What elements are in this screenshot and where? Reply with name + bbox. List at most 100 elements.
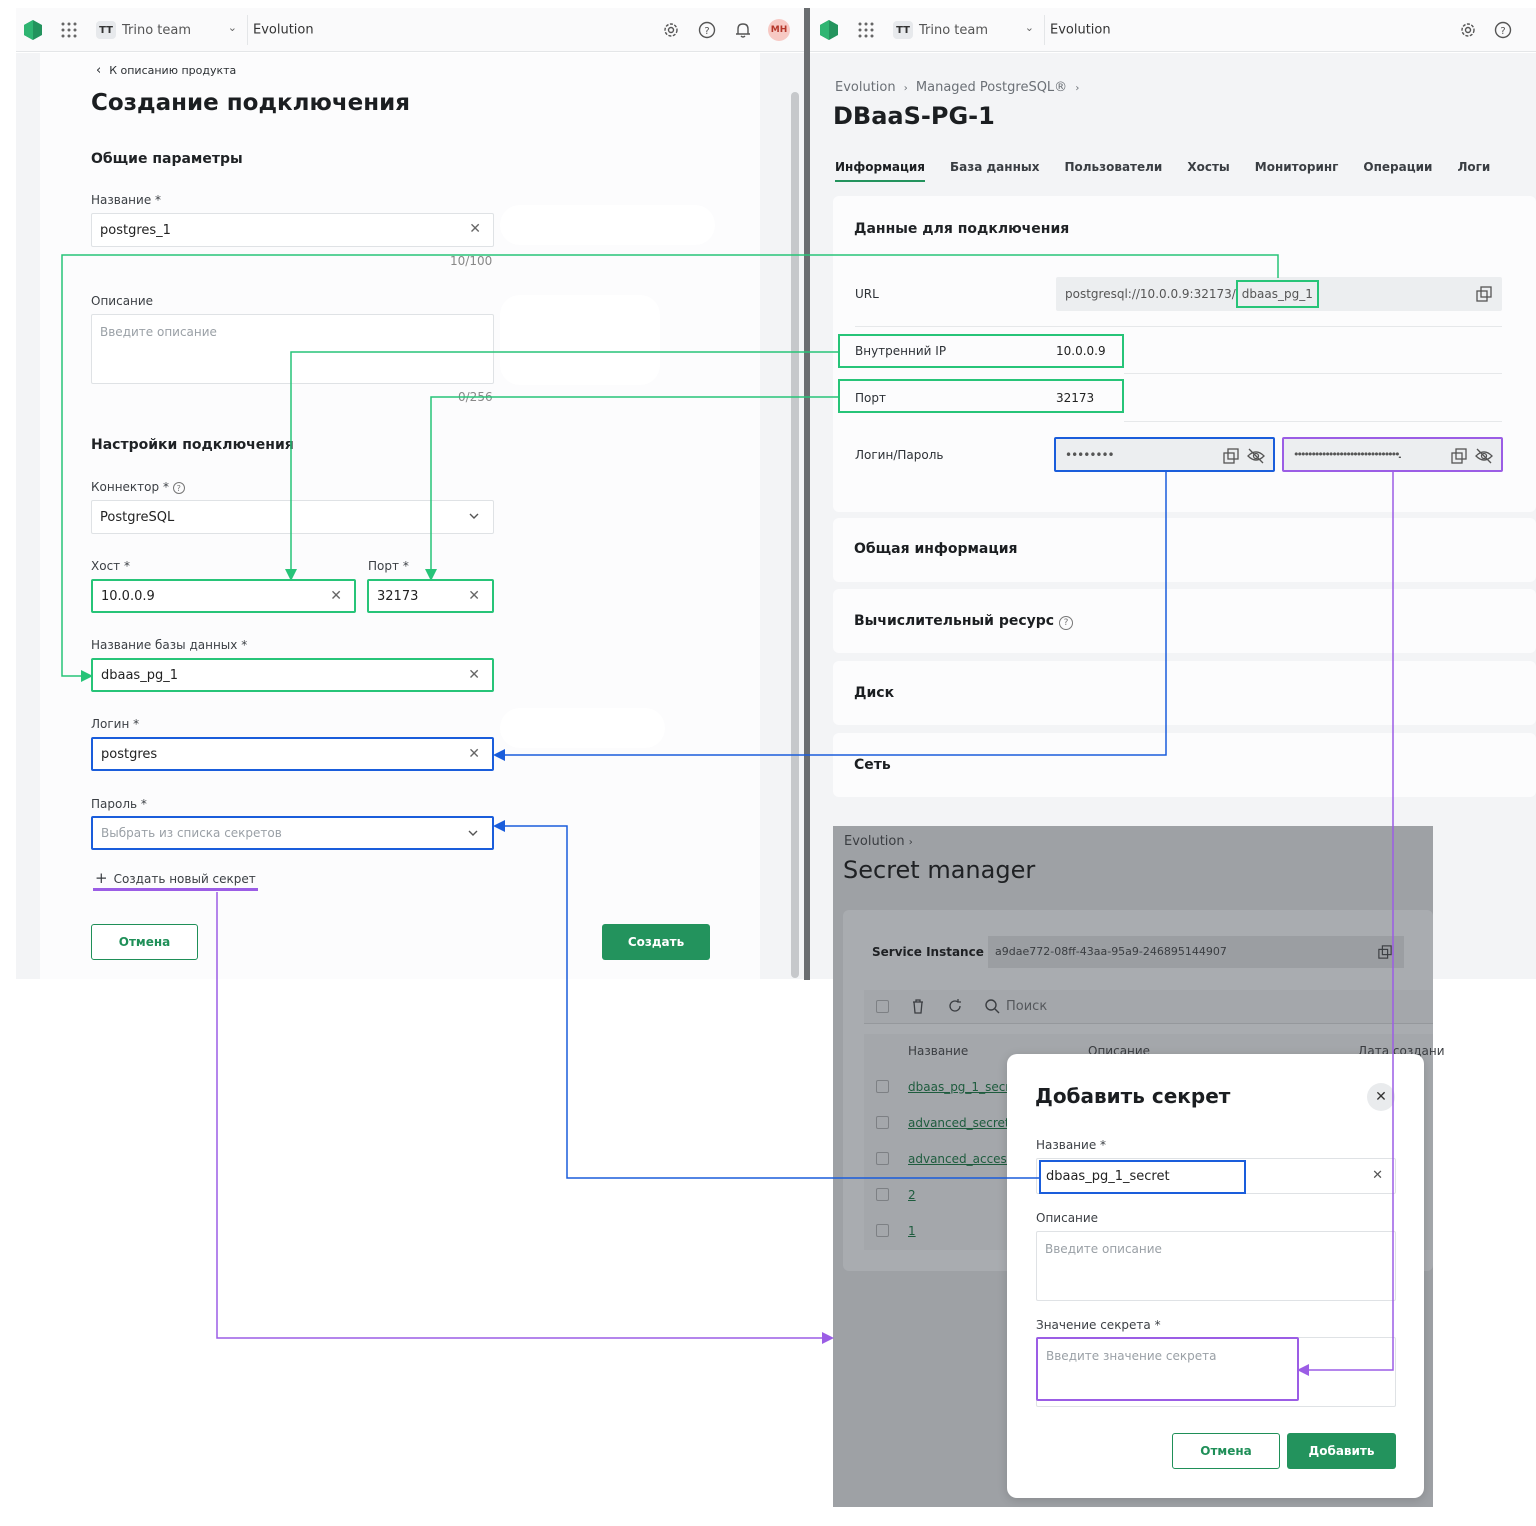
login-input[interactable]: postgres✕ [91,737,494,771]
tab-bar: Информация База данных Пользователи Хост… [835,160,1490,182]
select-all-checkbox[interactable] [876,1000,889,1013]
modal-cancel-button[interactable]: Отмена [1172,1433,1280,1469]
cloud-logo-icon[interactable] [818,19,840,41]
row-checkbox[interactable] [876,1224,889,1237]
general-info-section[interactable]: Общая информация [833,518,1536,582]
cloud-logo-icon[interactable] [22,19,44,41]
password-label: Пароль * [91,797,147,811]
compute-section[interactable]: Вычислительный ресурс ? [833,589,1536,653]
chevron-down-icon: ⌄ [227,21,237,34]
modal-description-label: Описание [1036,1211,1099,1225]
back-link[interactable]: ‹К описанию продукта [96,63,236,78]
table-row[interactable]: advanced_access [908,1152,1014,1166]
project-selector[interactable]: TT Trino team ⌄ [887,15,1045,45]
row-checkbox[interactable] [876,1080,889,1093]
secret-value-input[interactable]: Введите значение секрета [1036,1337,1299,1401]
modal-description-input[interactable]: Введите описание [1036,1231,1396,1301]
description-input[interactable]: Введите описание [91,314,494,384]
refresh-icon[interactable] [947,998,963,1014]
row-checkbox[interactable] [876,1116,889,1129]
settings-icon[interactable] [1459,21,1477,39]
password-masked-field[interactable]: ••••••••••••••••••••••••••••••... [1282,437,1503,472]
breadcrumb-separator: › [1075,83,1080,94]
create-secret-link[interactable]: +Создать новый секрет [95,869,256,887]
clear-icon[interactable]: ✕ [468,588,480,604]
copy-icon[interactable] [1223,448,1239,464]
platform-name[interactable]: Evolution [1050,22,1111,38]
table-row[interactable]: dbaas_pg_1_secre [908,1080,1018,1094]
apps-grid-icon[interactable] [60,21,78,39]
trash-icon[interactable] [910,998,926,1014]
platform-name[interactable]: Evolution [253,22,314,38]
copy-icon[interactable] [1451,448,1467,464]
clear-icon[interactable]: ✕ [468,667,480,683]
secret-value-label: Значение секрета * [1036,1318,1161,1332]
help-icon[interactable]: ? [172,482,185,494]
instance-id-field[interactable]: a9dae772-08ff-43aa-95a9-246895144907 [988,936,1404,968]
port-input[interactable]: 32173 ✕ [367,579,494,613]
row-checkbox[interactable] [876,1152,889,1165]
help-icon[interactable]: ? [1494,21,1512,39]
modal-name-value-box: dbaas_pg_1_secret [1039,1160,1246,1194]
login-masked-field[interactable]: •••••••• [1054,437,1275,472]
search-input[interactable]: Поиск [1006,999,1048,1014]
tab-hosts[interactable]: Хосты [1187,160,1230,174]
clear-icon[interactable]: ✕ [1372,1168,1383,1183]
blank-area [500,295,660,385]
bell-icon[interactable] [734,21,752,39]
host-input[interactable]: 10.0.0.9✕ [91,579,356,613]
clear-icon[interactable]: ✕ [469,221,481,237]
tab-operations[interactable]: Операции [1363,160,1433,174]
tab-database[interactable]: База данных [950,160,1040,174]
tab-info[interactable]: Информация [835,160,925,182]
copy-icon[interactable] [1476,286,1492,302]
modal-add-button[interactable]: Добавить [1287,1433,1396,1469]
breadcrumb: Evolution › Managed PostgreSQL® › [835,80,1083,95]
user-avatar[interactable]: МН [768,19,790,41]
eye-off-icon[interactable] [1247,447,1265,465]
tab-logs[interactable]: Логи [1457,160,1491,174]
copy-icon[interactable] [1378,945,1392,959]
create-secret-label: Создать новый секрет [113,872,256,886]
connector-select[interactable]: PostgreSQL [91,500,494,534]
row-separator [1124,421,1502,422]
network-section[interactable]: Сеть [833,733,1536,797]
sm-breadcrumb[interactable]: Evolution › [844,834,913,849]
cancel-button[interactable]: Отмена [91,924,198,960]
project-selector[interactable]: TT Trino team ⌄ [90,15,248,45]
name-input[interactable]: postgres_1✕ [91,213,494,247]
create-button[interactable]: Создать [602,924,710,960]
column-header-name[interactable]: Название [908,1044,969,1058]
section-title: Сеть [854,757,891,773]
row-checkbox[interactable] [876,1188,889,1201]
help-icon[interactable]: ? [1058,616,1073,630]
connection-card-title: Данные для подключения [854,221,1070,237]
breadcrumb-item[interactable]: Managed PostgreSQL® [915,80,1068,95]
scrollbar[interactable] [791,92,799,978]
port-label: Порт [855,391,886,405]
url-field[interactable]: postgresql://10.0.0.9:32173/ dbaas_pg_1 [1056,277,1502,311]
table-row[interactable]: 2 [908,1188,916,1202]
clear-icon[interactable]: ✕ [330,588,342,604]
blank-area [500,205,715,245]
help-icon[interactable]: ? [698,21,716,39]
breadcrumb-item[interactable]: Evolution [835,80,896,95]
eye-off-icon[interactable] [1475,447,1493,465]
dbname-input[interactable]: dbaas_pg_1✕ [91,658,494,692]
modal-title: Добавить секрет [1035,1084,1231,1108]
close-icon[interactable]: ✕ [1367,1083,1395,1111]
dbname-label: Название базы данных * [91,638,248,652]
port-value: 32173 [377,588,419,604]
table-row[interactable]: advanced_secret [908,1116,1010,1130]
connector-label: Коннектор * ? [91,480,185,494]
description-label: Описание [91,294,154,308]
credentials-label: Логин/Пароль [855,448,944,462]
tab-monitoring[interactable]: Мониторинг [1254,160,1339,174]
disk-section[interactable]: Диск [833,661,1536,725]
password-select[interactable]: Выбрать из списка секретов [91,816,494,850]
table-row[interactable]: 1 [908,1224,916,1238]
settings-icon[interactable] [662,21,680,39]
clear-icon[interactable]: ✕ [468,746,480,762]
tab-users[interactable]: Пользователи [1064,160,1163,174]
apps-grid-icon[interactable] [857,21,875,39]
